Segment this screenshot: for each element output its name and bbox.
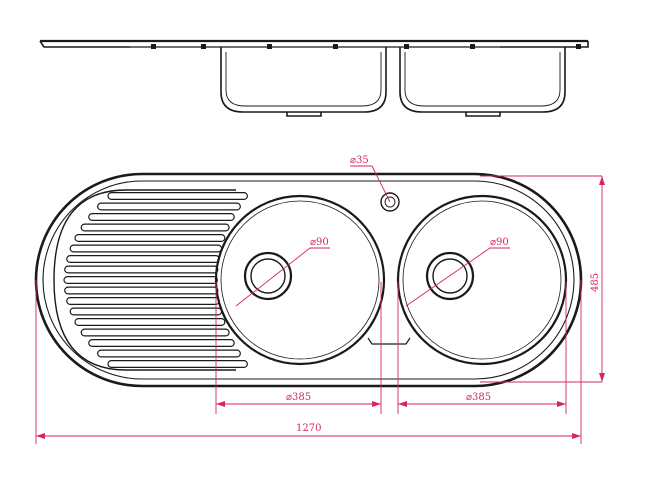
right-drain-outer <box>425 251 475 301</box>
overall-width-label: 1270 <box>296 423 321 434</box>
bowl-extension-lines <box>215 282 567 414</box>
left-bowl-arrow-left <box>216 401 225 407</box>
tap-hole-inner <box>384 196 396 208</box>
left-drain-diameter-label: ⌀90 <box>310 237 329 248</box>
bowl-connector-channel <box>367 337 411 345</box>
right-bowl-arrow-left <box>398 401 407 407</box>
tap-hole <box>380 192 400 212</box>
left-bowl-waste <box>286 112 322 117</box>
width-extension-lines <box>35 280 582 444</box>
width-arrow-right <box>572 433 581 439</box>
left-bowl-profile <box>220 47 387 113</box>
drainer-groove <box>80 223 230 232</box>
left-bowl-arrow-right <box>372 401 381 407</box>
drainer-grooves <box>63 192 248 368</box>
left-bowl-outer <box>214 194 386 366</box>
left-bowl-diameter-label: ⌀385 <box>286 392 311 403</box>
clip <box>470 44 475 49</box>
drainer-groove <box>107 360 248 368</box>
overall-height-label: 485 <box>590 273 601 292</box>
drainer-groove <box>74 234 226 242</box>
right-bowl <box>396 194 568 366</box>
drainer-groove <box>80 328 230 337</box>
sink-outer-rim <box>34 172 583 388</box>
clip <box>267 44 272 49</box>
drainer-groove <box>64 265 219 274</box>
clip <box>333 44 338 49</box>
drainer-groove <box>107 192 248 200</box>
left-drain-leader <box>235 247 330 307</box>
right-drain-leader <box>405 247 510 307</box>
clip <box>151 44 156 49</box>
dimension-annotations: ⌀35 ⌀90 ⌀90 485 ⌀385 ⌀385 1270 <box>35 155 605 444</box>
tap-hole-outer <box>380 192 400 212</box>
drainer-groove <box>64 286 219 295</box>
mounting-clips <box>151 44 581 49</box>
drainer-area-outline <box>53 189 236 371</box>
right-bowl-profile <box>399 47 566 113</box>
clip <box>576 44 581 49</box>
left-bowl <box>214 194 386 366</box>
right-bowl-arrow-right <box>557 401 566 407</box>
right-bowl-outer <box>396 194 568 366</box>
drainer-groove <box>97 202 241 211</box>
drainer-groove <box>74 318 226 326</box>
deck-left-lip <box>39 40 130 48</box>
clip <box>201 44 206 49</box>
right-bowl-waste <box>465 112 501 117</box>
right-drain-inner <box>432 258 468 294</box>
left-bowl-inner-profile <box>225 52 382 107</box>
right-bowl-inner-profile <box>404 52 561 107</box>
width-arrow-left <box>36 433 45 439</box>
left-drain-inner <box>250 258 286 294</box>
height-arrow-bottom <box>599 373 605 382</box>
drainer-groove <box>88 213 235 221</box>
drainer-groove <box>66 297 220 305</box>
height-arrow-top <box>599 176 605 185</box>
deck-right-lip <box>500 41 589 48</box>
drainer-groove <box>88 339 235 347</box>
plan-view <box>34 172 583 388</box>
drainer-groove <box>66 255 220 263</box>
left-bowl-inner <box>220 200 380 360</box>
drainer-groove <box>69 244 223 253</box>
right-bowl-diameter-label: ⌀385 <box>466 392 491 403</box>
side-elevation-view <box>39 39 589 117</box>
clip <box>404 44 409 49</box>
drainer-groove <box>69 307 223 316</box>
drainer-groove <box>63 276 218 284</box>
right-bowl-inner <box>402 200 562 360</box>
right-tangent-lines <box>480 175 602 383</box>
tap-hole-leader <box>350 165 391 203</box>
sink-inner-rim <box>42 180 575 380</box>
right-drain-diameter-label: ⌀90 <box>490 237 509 248</box>
left-drain-outer <box>243 251 293 301</box>
drainer-groove <box>97 349 241 358</box>
tap-hole-diameter-label: ⌀35 <box>350 155 369 166</box>
